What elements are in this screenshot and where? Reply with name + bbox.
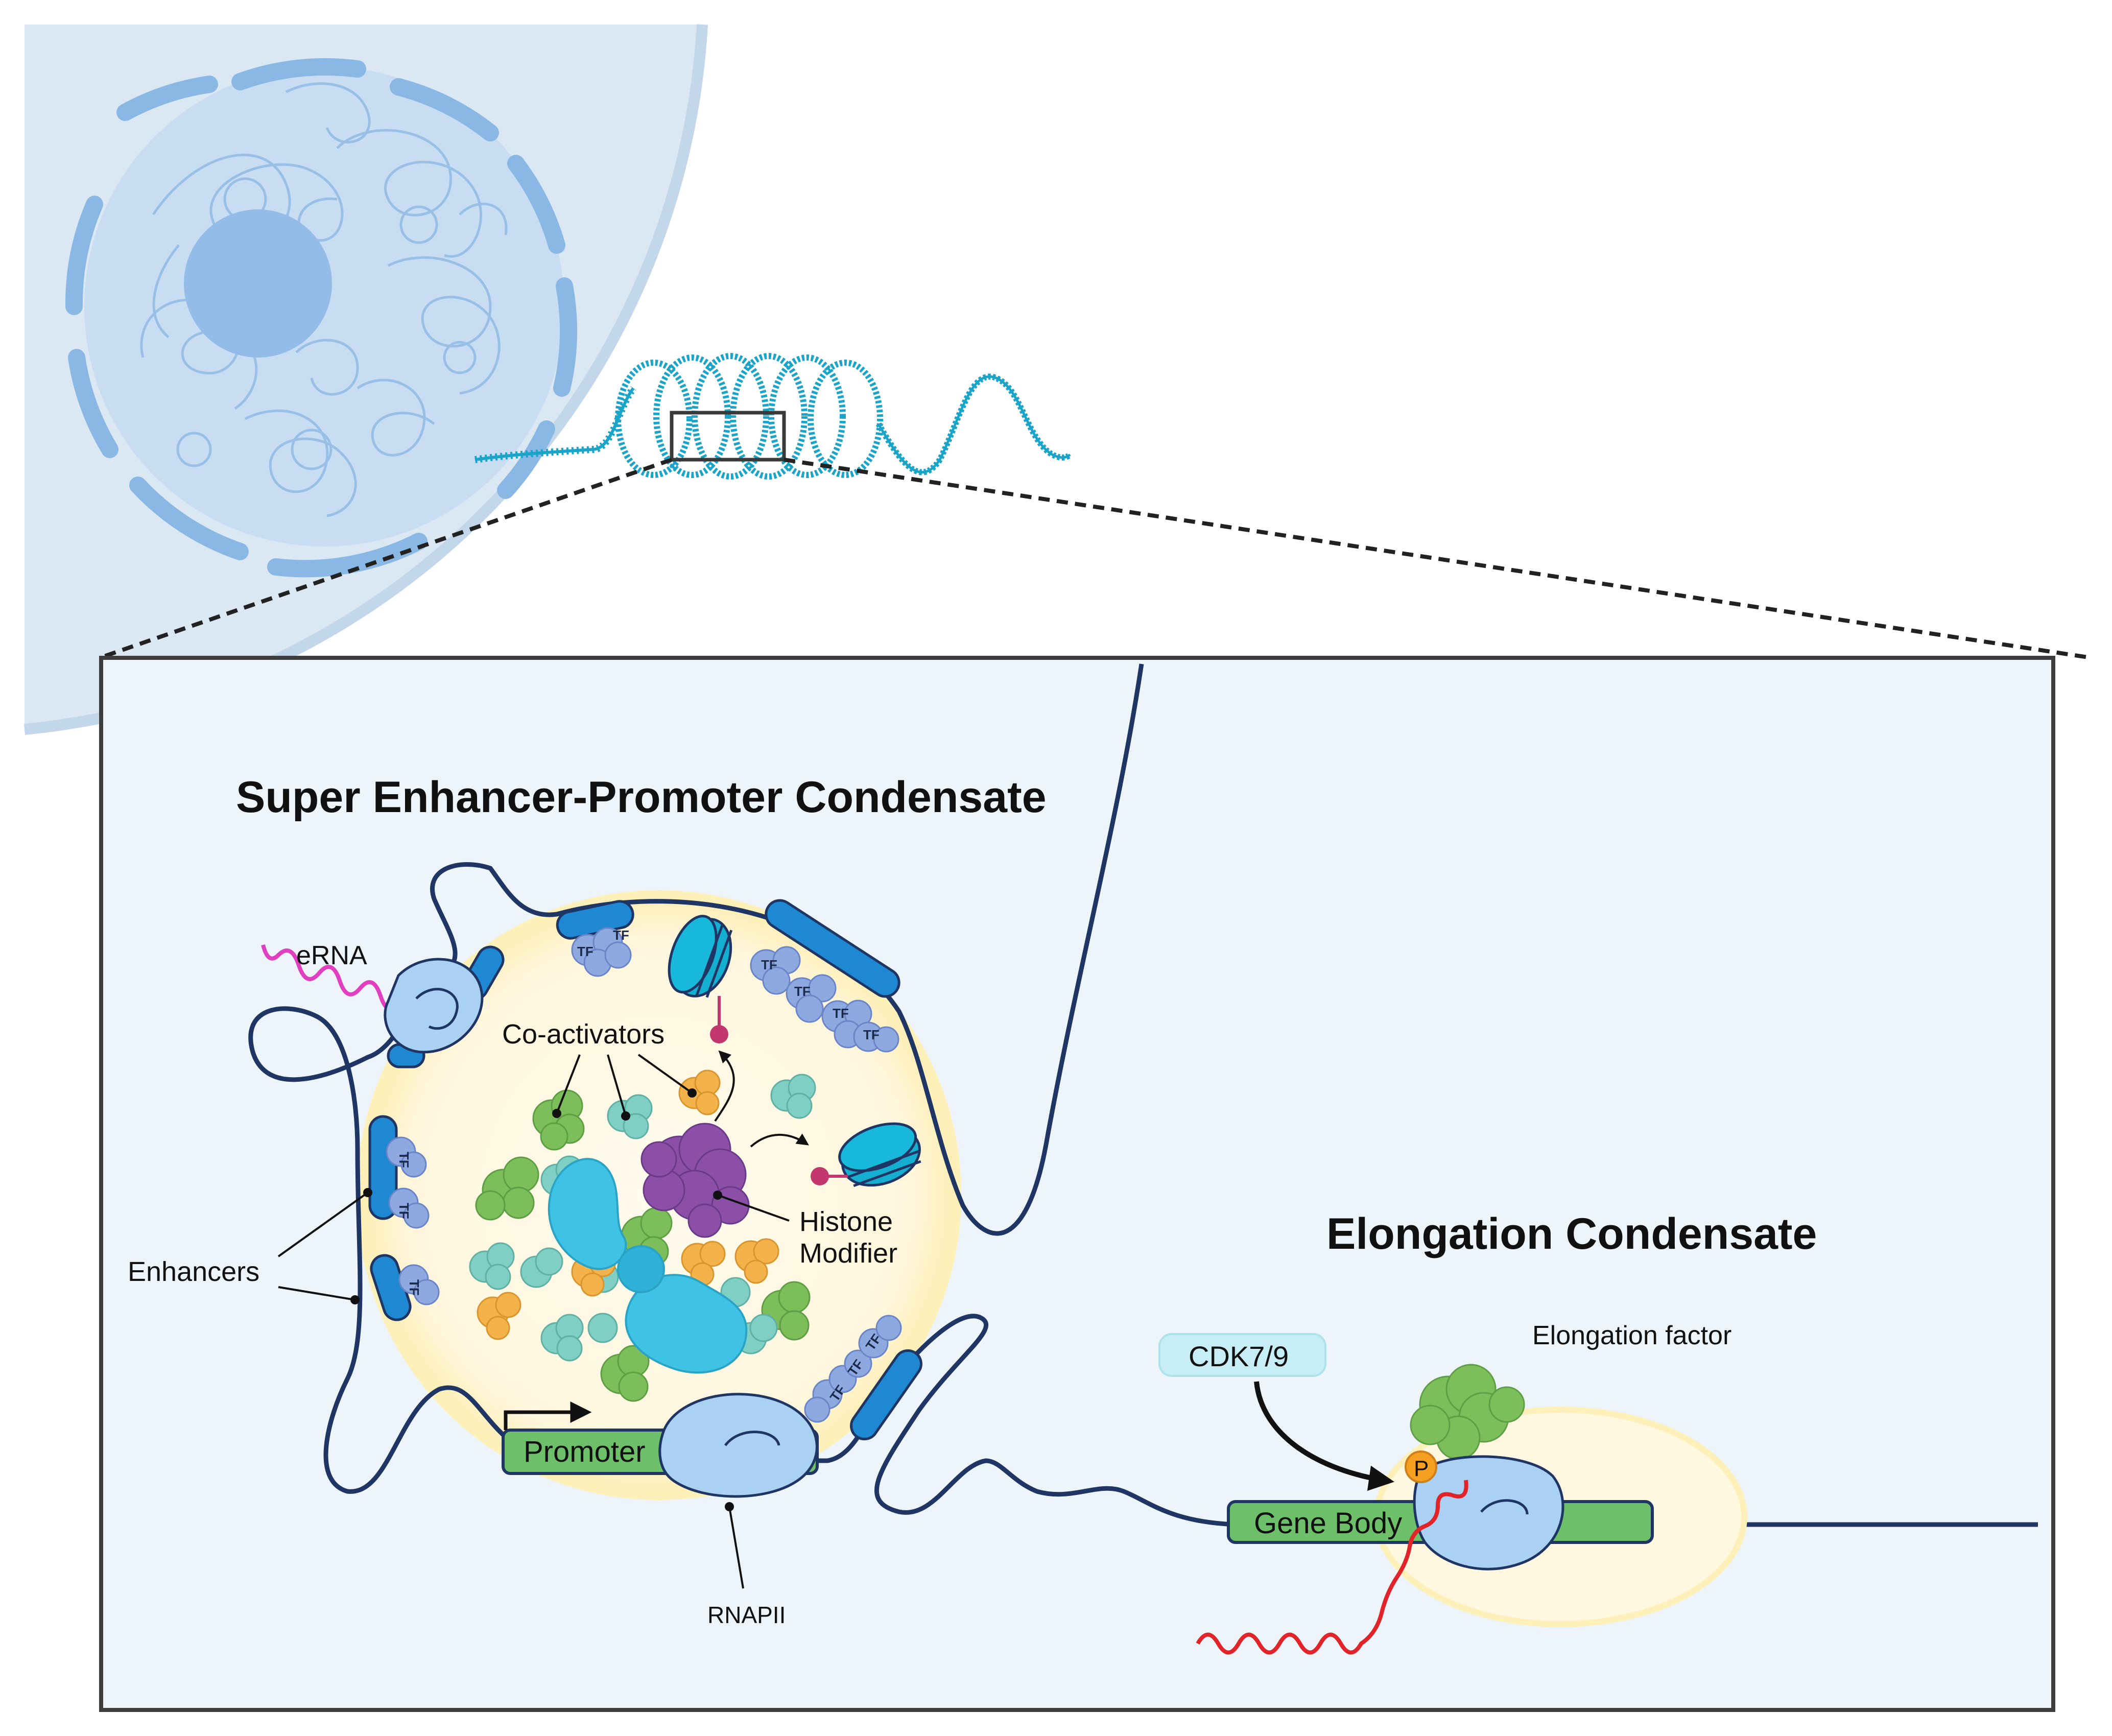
- nucleolus: [184, 209, 332, 358]
- zoom-region: [670, 411, 786, 462]
- enhancers-leader-1: [277, 1192, 369, 1257]
- cdk-arrow: [1254, 1381, 1394, 1491]
- condensate-2-title: Elongation Condensate: [1326, 1209, 1817, 1258]
- coactivators-leader-2: [607, 1054, 627, 1116]
- tf-label-9: TF: [407, 1279, 422, 1296]
- elongating-rnapii: [1413, 1455, 1564, 1571]
- rnapii-leader: [728, 1506, 744, 1589]
- tf-label-3: TF: [761, 957, 777, 972]
- enhancer-top-2: [765, 899, 900, 998]
- enhancers-leader-2: [278, 1286, 355, 1301]
- tf-label-4: TF: [794, 984, 811, 999]
- cdk-label: CDK7/9: [1189, 1340, 1289, 1372]
- tf-label-1: TF: [577, 944, 594, 959]
- histone-modifier-leader: [717, 1194, 790, 1222]
- zoom-line-right: [784, 458, 2092, 660]
- enhancer-right: [850, 1349, 922, 1441]
- histone-modifier-label-1: Histone: [799, 1206, 893, 1237]
- tf-label-2: TF: [613, 928, 629, 943]
- tf-label-7: TF: [396, 1152, 412, 1168]
- histone-modifier-icon: [640, 1123, 750, 1238]
- promoter-tss-arrow: [504, 1401, 592, 1430]
- tf-clusters: TF TF TF TF TF TF TF TF TF TF TF TF: [386, 927, 902, 1423]
- gene-body-label: Gene Body: [1254, 1507, 1402, 1540]
- elongation-factor-icon: [1410, 1364, 1525, 1460]
- chromatin-fiber-icon: [474, 353, 1073, 480]
- condensate-1-title: Super Enhancer-Promoter Condensate: [236, 773, 1047, 822]
- rnapii-icon: [384, 958, 484, 1054]
- coactivator-icon: [475, 1089, 811, 1402]
- tf-label-6: TF: [863, 1027, 880, 1042]
- zoom-line-left: [99, 458, 673, 660]
- mrna-transcript: [1196, 1480, 1468, 1655]
- coactivators-leader-3: [637, 1054, 693, 1094]
- enhancers-label: Enhancers: [128, 1256, 259, 1287]
- coactivators-leader-1: [556, 1054, 581, 1114]
- rnapii-label: RNAPII: [707, 1602, 786, 1628]
- modifier-arrow-right: [750, 1133, 809, 1148]
- modifier-arrow-up: [714, 1050, 735, 1122]
- erna-label: eRNA: [296, 941, 367, 970]
- tf-cluster-icon: [386, 927, 902, 1423]
- histone-modifier-label-2: Modifier: [799, 1238, 897, 1269]
- nucleus: [65, 58, 577, 578]
- coactivators-label: Co-activators: [502, 1019, 665, 1050]
- promoter-label: Promoter: [524, 1435, 646, 1468]
- tf-label-8: TF: [396, 1203, 412, 1219]
- elongation-factor-label: Elongation factor: [1532, 1321, 1731, 1350]
- coactivators: [469, 1069, 816, 1402]
- nucleosome-icon: [668, 915, 921, 1187]
- phospho-mark: [1405, 1450, 1437, 1483]
- nuclear-envelope: [65, 58, 577, 578]
- phospho-label: P: [1414, 1456, 1429, 1481]
- promoter-rnapii: [658, 1393, 818, 1498]
- cdk-box: CDK7/9: [1158, 1333, 1326, 1377]
- tf-label-5: TF: [833, 1006, 849, 1021]
